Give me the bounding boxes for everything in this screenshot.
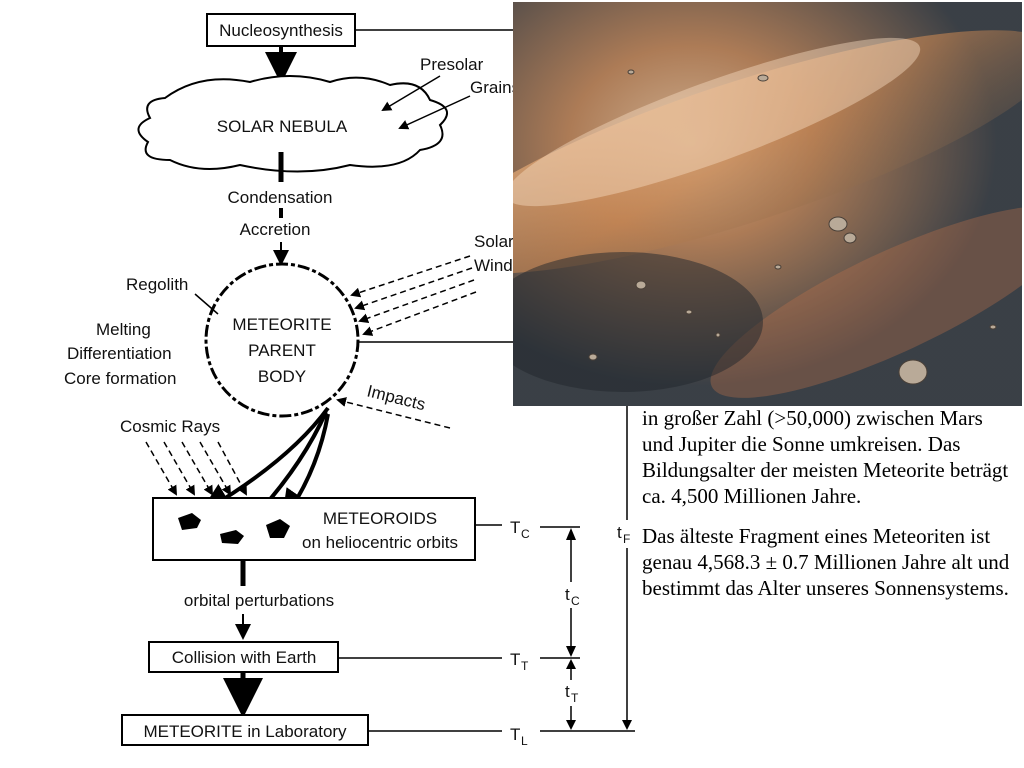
tl-marker: T L	[510, 725, 528, 748]
tt-interval-label: t T	[565, 682, 579, 705]
svg-text:F: F	[623, 532, 630, 546]
svg-text:T: T	[521, 659, 529, 673]
accretion-label: Accretion	[240, 220, 311, 239]
solar-wind-label-1: Solar	[474, 232, 514, 251]
parent-body-label-3: BODY	[258, 367, 306, 386]
asteroid-belt-painting	[513, 2, 1022, 406]
impacts-label: Impacts	[365, 381, 427, 414]
description-paragraph-2: Das älteste Fragment eines Meteoriten is…	[642, 524, 1010, 600]
cosmic-ray-arrows	[145, 441, 247, 496]
cosmic-rays-label: Cosmic Rays	[120, 417, 220, 436]
nucleosynthesis-node: Nucleosynthesis	[206, 13, 356, 47]
core-formation-label: Core formation	[64, 369, 176, 388]
svg-text:C: C	[521, 527, 530, 541]
meteoroid-rock-2	[220, 530, 244, 544]
svg-text:C: C	[571, 594, 580, 608]
svg-text:T: T	[510, 650, 520, 669]
presolar-arrow-2	[398, 95, 471, 130]
svg-text:t: t	[565, 682, 570, 701]
parent-body-circle	[204, 262, 360, 418]
solar-nebula-label: SOLAR NEBULA	[217, 117, 348, 136]
svg-text:L: L	[521, 734, 528, 748]
svg-text:T: T	[510, 725, 520, 744]
condensation-label: Condensation	[228, 188, 333, 207]
tc-marker: T C	[510, 518, 530, 541]
melting-label: Melting	[96, 320, 151, 339]
parent-body-label-1: METEORITE	[232, 315, 331, 334]
differentiation-label: Differentiation	[67, 344, 172, 363]
nucleosynthesis-label: Nucleosynthesis	[219, 21, 343, 40]
presolar-label-1: Presolar	[420, 55, 484, 74]
collision-label: Collision with Earth	[172, 648, 317, 667]
svg-text:t: t	[565, 585, 570, 604]
meteoroids-label-1: METEOROIDS	[323, 509, 437, 528]
meteoroid-rock-3	[266, 519, 290, 538]
tc-arrow-down-head	[566, 646, 576, 657]
description-paragraph-1: in großer Zahl (>50,000) zwischen Mars u…	[642, 406, 1009, 508]
meteoroids-label-2: on heliocentric orbits	[302, 533, 458, 552]
meteoroid-rock-1	[178, 513, 201, 530]
tt-arrow-up-head	[566, 659, 576, 669]
regolith-pointer	[194, 293, 219, 315]
tf-interval-label: t F	[617, 523, 630, 546]
presolar-label-2: Grains	[470, 78, 520, 97]
svg-text:T: T	[510, 518, 520, 537]
presolar-arrow-1	[381, 75, 441, 112]
solar-wind-arrows	[350, 255, 477, 336]
orbital-perturbations-label: orbital perturbations	[184, 591, 334, 610]
laboratory-label: METEORITE in Laboratory	[143, 722, 347, 741]
laboratory-box	[121, 714, 369, 746]
regolith-label: Regolith	[126, 275, 188, 294]
tc-interval-label: t C	[565, 585, 580, 608]
solar-wind-label-2: Wind	[474, 256, 513, 275]
tt-marker: T T	[510, 650, 529, 673]
tf-arrow-down-head	[622, 720, 632, 730]
parent-body-label-2: PARENT	[248, 341, 316, 360]
svg-text:t: t	[617, 523, 622, 542]
tt-arrow-down-head	[566, 720, 576, 730]
tc-arrow-up-head	[566, 528, 576, 540]
meteoroids-box	[152, 497, 476, 561]
svg-text:T: T	[571, 691, 579, 705]
solar-nebula-cloud	[137, 75, 449, 173]
description-text: in großer Zahl (>50,000) zwischen Mars u…	[642, 405, 1012, 601]
